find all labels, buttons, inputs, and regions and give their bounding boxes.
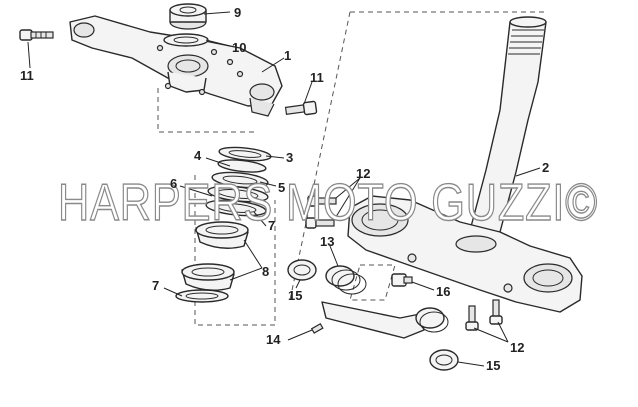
bearing-part-8-upper	[195, 221, 249, 249]
top-nut-part-9	[169, 3, 207, 30]
callout-5: 5	[278, 180, 285, 195]
callout-12-upper: 12	[356, 166, 370, 181]
callout-3: 3	[286, 150, 293, 165]
bolt-part-11-right	[284, 100, 318, 116]
callout-15-lower: 15	[486, 358, 500, 373]
bearing-stack	[175, 146, 272, 303]
callout-7-upper: 7	[268, 218, 275, 233]
steering-stem-lower-yoke-part-2	[347, 16, 583, 313]
bearing-part-8-lower	[181, 263, 235, 291]
lock-washer-part-4	[217, 159, 267, 173]
bolt-part-12-lower-a	[465, 305, 479, 331]
callout-11-left: 11	[20, 68, 34, 83]
washer-part-10	[163, 33, 209, 47]
callout-7-lower: 7	[152, 278, 159, 293]
callout-16: 16	[436, 284, 450, 299]
callout-12-lower: 12	[510, 340, 524, 355]
plug-part-15-lower	[429, 349, 459, 371]
screw-part-16	[391, 273, 413, 287]
callout-4: 4	[194, 148, 202, 163]
callout-13: 13	[320, 234, 334, 249]
callout-11-right: 11	[310, 70, 324, 85]
bolt-part-12-lower-b	[489, 299, 503, 325]
bearing-ring-part-7-lower	[175, 289, 229, 303]
steering-damper-bracket	[321, 301, 449, 339]
callout-1: 1	[284, 48, 291, 63]
watermark-text: HARPERS MOTO GUZZI©	[58, 174, 598, 232]
callout-8: 8	[262, 264, 269, 279]
bolt-part-12-upper-b	[305, 217, 335, 229]
callout-15-upper: 15	[288, 288, 302, 303]
callout-14: 14	[266, 332, 281, 347]
callout-2: 2	[542, 160, 549, 175]
callout-10: 10	[232, 40, 246, 55]
upper-yoke-part-1	[69, 15, 283, 117]
callout-6: 6	[170, 176, 177, 191]
screw-part-14	[310, 322, 324, 334]
leader-lines	[27, 11, 541, 367]
bolt-part-11-left	[19, 29, 54, 41]
bolt-part-12-upper-a	[307, 195, 337, 207]
bearing-ring-part-7-upper	[205, 199, 267, 217]
plug-part-15-upper	[287, 259, 317, 281]
callout-9: 9	[234, 5, 241, 20]
callout-labels: 9 10 1 11 11 3 4 5 6 7 8 7 2 12 13 15 16…	[20, 5, 549, 373]
spring-part-13	[325, 265, 367, 295]
